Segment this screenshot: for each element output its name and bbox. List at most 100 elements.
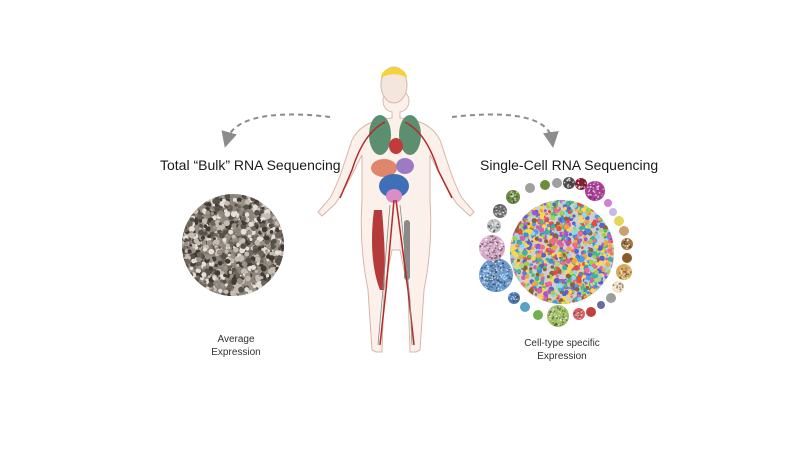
cluster-speckle bbox=[589, 197, 591, 199]
cluster-speckle bbox=[578, 187, 580, 189]
bulk-speckle bbox=[201, 236, 205, 240]
bulk-speckle bbox=[275, 232, 281, 238]
cluster-speckle bbox=[596, 188, 598, 190]
cell-speckle bbox=[559, 211, 564, 216]
bulk-speckle bbox=[228, 206, 232, 210]
cell-type-cluster bbox=[525, 183, 535, 193]
cell-speckle bbox=[545, 245, 548, 248]
cluster-speckle bbox=[630, 271, 632, 273]
cluster-speckle bbox=[594, 181, 596, 183]
cell-speckle bbox=[596, 228, 599, 231]
cluster-speckle bbox=[491, 277, 493, 279]
cell-speckle bbox=[552, 300, 558, 306]
bulk-speckle bbox=[250, 196, 255, 201]
cell-speckle bbox=[575, 287, 580, 292]
cell-speckle bbox=[506, 245, 511, 250]
cluster-speckle bbox=[515, 192, 517, 194]
cluster-speckle bbox=[576, 310, 578, 312]
cluster-speckle bbox=[484, 243, 486, 245]
bulk-speckle bbox=[281, 253, 284, 256]
cluster-speckle bbox=[515, 199, 517, 201]
bulk-speckle bbox=[207, 240, 213, 246]
cell-speckle bbox=[570, 271, 574, 275]
cluster-speckle bbox=[516, 297, 518, 299]
bulk-speckle bbox=[225, 211, 231, 217]
cell-speckle bbox=[532, 210, 537, 215]
cell-speckle bbox=[564, 284, 567, 287]
cluster-speckle bbox=[494, 257, 496, 259]
cluster-speckle bbox=[559, 308, 561, 310]
cell-speckle bbox=[544, 239, 548, 243]
cell-speckle bbox=[536, 253, 541, 258]
bulk-speckle bbox=[184, 259, 190, 265]
cell-speckle bbox=[611, 264, 616, 269]
cluster-speckle bbox=[595, 194, 597, 196]
bulk-speckle bbox=[251, 235, 254, 238]
cell-type-cluster bbox=[619, 226, 629, 236]
bulk-speckle bbox=[180, 228, 185, 233]
cluster-speckle bbox=[488, 223, 490, 225]
cluster-speckle bbox=[510, 268, 512, 270]
cell-speckle bbox=[577, 294, 580, 297]
cluster-speckle bbox=[603, 192, 605, 194]
cluster-speckle bbox=[621, 268, 623, 270]
cluster-speckle bbox=[509, 275, 511, 277]
cell-speckle bbox=[594, 270, 599, 275]
cluster-speckle bbox=[494, 208, 496, 210]
cell-speckle bbox=[563, 237, 566, 240]
bulk-speckle bbox=[189, 226, 195, 232]
cluster-speckle bbox=[625, 271, 627, 273]
bulk-speckle bbox=[264, 277, 267, 280]
cluster-speckle bbox=[496, 241, 498, 243]
cluster-speckle bbox=[600, 184, 602, 186]
cell-speckle bbox=[609, 230, 612, 233]
cell-speckle bbox=[566, 237, 568, 239]
cluster-fill bbox=[552, 178, 562, 188]
bulk-speckle bbox=[197, 282, 203, 288]
cluster-speckle bbox=[492, 220, 494, 222]
bulk-speckle bbox=[220, 208, 223, 211]
cell-speckle bbox=[581, 246, 584, 249]
bulk-speckle bbox=[245, 212, 250, 217]
cluster-speckle bbox=[629, 269, 631, 271]
cluster-speckle bbox=[601, 194, 603, 196]
cluster-speckle bbox=[500, 241, 502, 243]
cell-speckle bbox=[526, 215, 528, 217]
cluster-speckle bbox=[487, 287, 489, 289]
cluster-speckle bbox=[589, 189, 591, 191]
cluster-speckle bbox=[494, 224, 496, 226]
cell-speckle bbox=[511, 260, 514, 263]
bulk-speckle bbox=[252, 262, 255, 265]
cell-speckle bbox=[599, 288, 602, 291]
arrow-to-bulk bbox=[227, 114, 330, 140]
bulk-speckle bbox=[238, 287, 244, 293]
cell-speckle bbox=[542, 288, 545, 291]
bulk-speckle bbox=[189, 244, 192, 247]
cluster-speckle bbox=[615, 288, 617, 290]
bulk-speckle bbox=[255, 270, 258, 273]
cell-type-cluster bbox=[614, 216, 624, 226]
cell-speckle bbox=[535, 293, 538, 296]
cluster-speckle bbox=[563, 316, 565, 318]
cell-speckle bbox=[599, 287, 603, 291]
cluster-speckle bbox=[513, 201, 515, 203]
bulk-speckle bbox=[189, 232, 195, 238]
cluster-speckle bbox=[495, 247, 497, 249]
cluster-speckle bbox=[547, 313, 549, 315]
bulk-speckle bbox=[187, 216, 190, 219]
cluster-speckle bbox=[555, 324, 557, 326]
cell-speckle bbox=[575, 255, 578, 258]
cell-speckle bbox=[509, 239, 513, 243]
bulk-speckle bbox=[241, 229, 247, 235]
cluster-speckle bbox=[482, 242, 484, 244]
cell-speckle bbox=[604, 219, 607, 222]
bulk-speckle bbox=[275, 250, 280, 255]
cluster-speckle bbox=[484, 265, 486, 267]
bulk-speckle bbox=[188, 250, 192, 254]
bulk-speckle bbox=[205, 226, 210, 231]
cluster-speckle bbox=[622, 241, 624, 243]
cluster-speckle bbox=[499, 256, 501, 258]
bulk-speckle bbox=[238, 191, 242, 195]
cell-speckle bbox=[512, 231, 514, 233]
bulk-speckle bbox=[217, 295, 220, 298]
